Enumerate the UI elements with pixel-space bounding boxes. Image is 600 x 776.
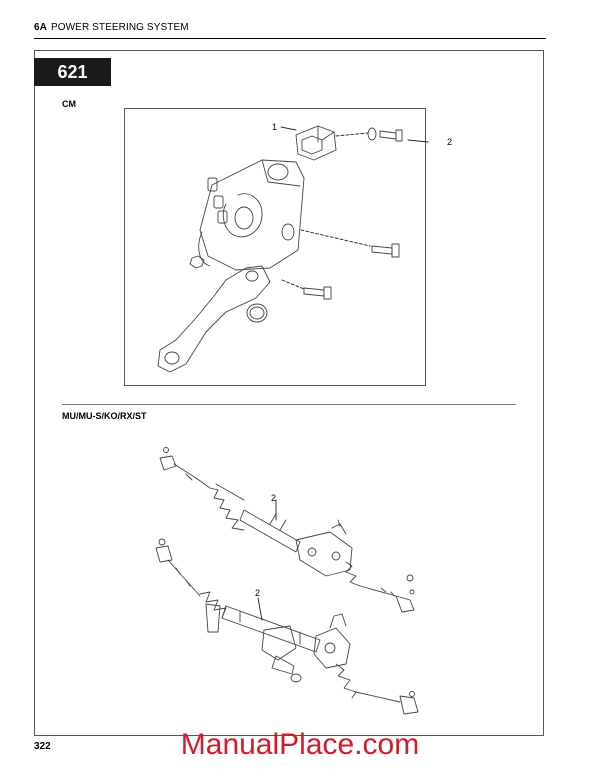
header-rule [34, 38, 546, 39]
figure-number-badge: 621 [34, 58, 111, 86]
variant-label-cm: CM [62, 99, 76, 109]
figure-frame [34, 50, 544, 736]
section-title: POWER STEERING SYSTEM [50, 22, 189, 33]
section-divider [62, 404, 516, 405]
callout-2-rack-lower: 2 [255, 588, 261, 598]
callout-1-cm: 1 [272, 122, 278, 132]
callout-2-cm: 2 [447, 137, 453, 147]
gearbox-illustration-box [124, 108, 426, 386]
rack-assembly-upper-drawing [159, 447, 415, 613]
section-code: 6A [34, 22, 47, 33]
variant-label-rack: MU/MU-S/KO/RX/ST [62, 411, 147, 421]
page-number: 322 [34, 741, 51, 752]
watermark-text: ManualPlace.com [180, 728, 420, 761]
rack-assembly-lower-drawing [155, 538, 419, 715]
gearbox-drawing [157, 125, 429, 373]
callout-2-rack-upper: 2 [271, 493, 277, 503]
